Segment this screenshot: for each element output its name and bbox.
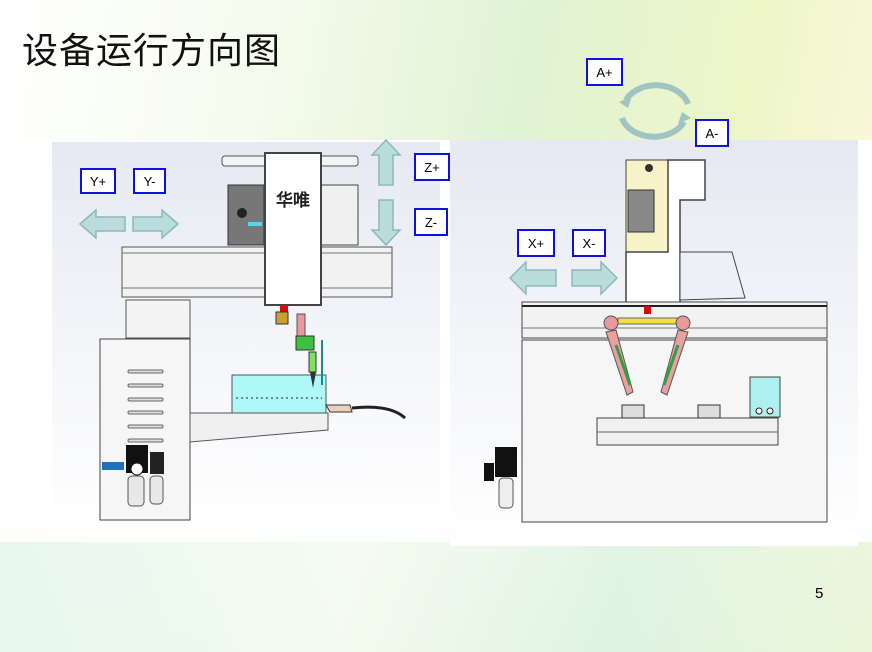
z-plus-label: Z+ xyxy=(414,153,450,181)
cabinet xyxy=(99,338,191,521)
side-bracket xyxy=(679,251,746,301)
dual-solder-guns xyxy=(603,306,691,396)
work-table xyxy=(189,412,329,443)
gantry-rail xyxy=(121,246,393,298)
solder-gun xyxy=(275,305,407,420)
x-plus-arrow-icon xyxy=(508,260,557,296)
side-view-machine: 华唯 xyxy=(99,152,407,521)
footer-background xyxy=(0,542,872,652)
x-minus-label: X- xyxy=(572,229,606,257)
front-view-machine xyxy=(484,159,828,523)
z-minus-arrow-icon xyxy=(370,199,402,247)
control-box xyxy=(749,376,781,418)
x-plus-label: X+ xyxy=(517,229,555,257)
a-minus-label: A- xyxy=(695,119,729,147)
y-plus-arrow-icon xyxy=(78,208,126,240)
x-minus-arrow-icon xyxy=(571,260,619,296)
right-plate xyxy=(319,184,359,246)
y-minus-label: Y- xyxy=(133,168,166,194)
z-minus-label: Z- xyxy=(414,208,448,236)
slide-title: 设备运行方向图 xyxy=(22,31,282,72)
y-minus-arrow-icon xyxy=(132,208,180,240)
support-block xyxy=(125,299,191,339)
a-plus-label: A+ xyxy=(586,58,623,86)
z-plus-arrow-icon xyxy=(370,138,402,186)
front-air-filter xyxy=(484,447,517,509)
head-brand-text: 华唯 xyxy=(276,190,310,211)
y-plus-label: Y+ xyxy=(80,168,116,194)
rotation-arrows-icon xyxy=(619,82,691,140)
air-filter xyxy=(102,445,164,507)
fixture-block xyxy=(231,374,327,414)
page-number: 5 xyxy=(815,585,824,602)
z-axis-head xyxy=(264,152,322,306)
header-background xyxy=(0,0,872,140)
